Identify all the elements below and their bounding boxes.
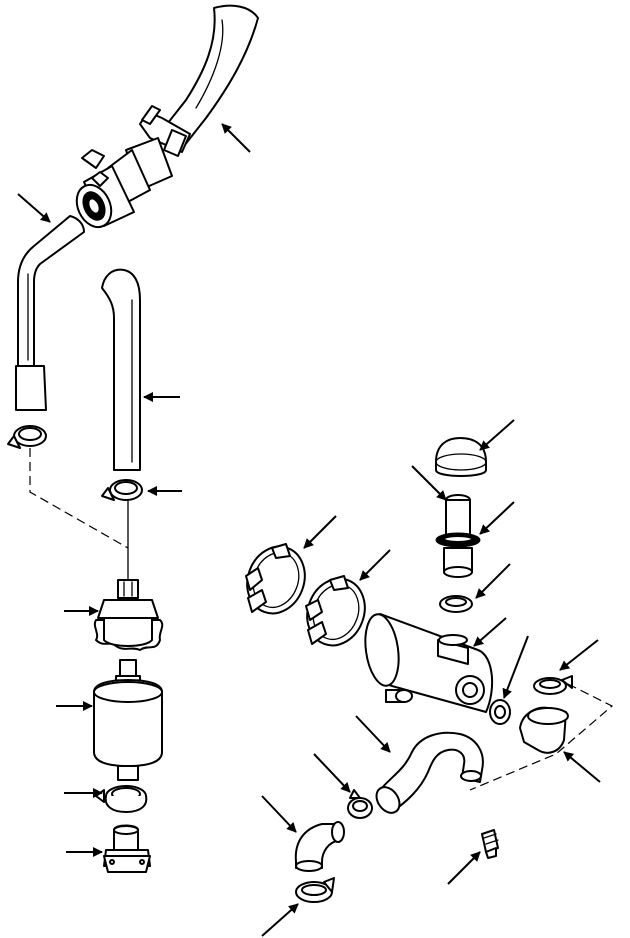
callout-arrow bbox=[17, 193, 51, 223]
rain-cap bbox=[435, 437, 487, 477]
callout-arrow bbox=[313, 753, 351, 793]
callout-arrow bbox=[303, 515, 337, 549]
callout-arrow bbox=[473, 617, 507, 647]
callout-arrow bbox=[411, 465, 447, 501]
muffler-lower-clamp bbox=[95, 785, 148, 813]
callout-arrow bbox=[479, 501, 515, 535]
callout-arrow bbox=[261, 795, 297, 833]
curved-outlet-hose bbox=[375, 731, 484, 814]
callout-arrows bbox=[17, 123, 601, 937]
exhaust-stack-tube bbox=[101, 268, 141, 471]
air-cleaner-housing bbox=[364, 613, 494, 713]
base-flange bbox=[103, 824, 151, 873]
intake-adapter bbox=[75, 137, 173, 229]
mounting-band-clamp-2 bbox=[305, 575, 366, 647]
left-bent-tube bbox=[15, 215, 85, 411]
precleaner-cap bbox=[93, 579, 164, 651]
callout-arrow bbox=[502, 635, 529, 699]
upper-intake-hose bbox=[163, 4, 259, 147]
outlet-hose-clamp bbox=[347, 789, 373, 819]
stack-pipe-clamp bbox=[439, 595, 473, 613]
left-tube-clamp bbox=[7, 425, 47, 449]
stack-clamp bbox=[101, 479, 143, 501]
callout-arrow bbox=[563, 751, 601, 783]
lower-elbow bbox=[294, 821, 345, 872]
lower-elbow-clamp bbox=[295, 877, 335, 903]
callout-arrow bbox=[359, 549, 391, 581]
callout-arrow bbox=[447, 851, 481, 885]
callout-arrow bbox=[221, 123, 251, 153]
callout-arrow bbox=[355, 715, 391, 753]
small-fitting bbox=[481, 829, 499, 859]
muffler-canister bbox=[93, 679, 163, 781]
outlet-fitting bbox=[489, 699, 511, 725]
right-elbow bbox=[519, 706, 569, 754]
callout-arrow bbox=[261, 903, 299, 937]
mounting-band-clamp-1 bbox=[245, 543, 306, 615]
callout-arrow bbox=[475, 563, 511, 599]
left-dashed-leader bbox=[29, 448, 129, 549]
hose-bracket-clamp bbox=[139, 105, 191, 157]
callout-arrow bbox=[479, 419, 515, 451]
inlet-stack-pipe bbox=[435, 494, 481, 578]
callout-arrow bbox=[559, 639, 599, 671]
right-dashed-leader bbox=[469, 683, 614, 791]
right-elbow-clamp bbox=[533, 675, 573, 695]
